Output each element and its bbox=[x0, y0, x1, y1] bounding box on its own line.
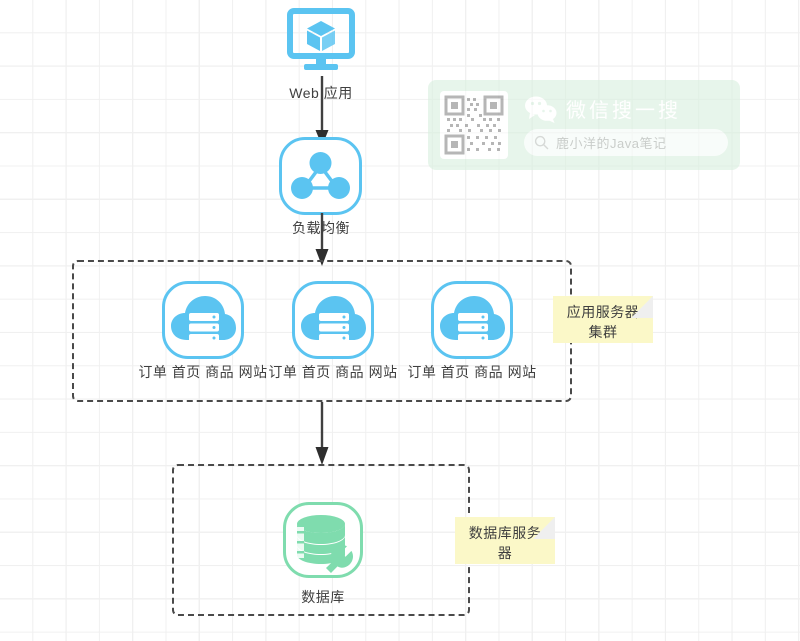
search-icon bbox=[534, 135, 549, 150]
wechat-widget-body: 微信搜一搜 鹿小洋的Java笔记 bbox=[524, 94, 728, 156]
node-app-server-1-label: 订单 首页 商品 网站 bbox=[138, 364, 268, 380]
note-fold-corner bbox=[533, 517, 555, 539]
note-app-server-cluster-text: 应用服务器集群 bbox=[566, 304, 640, 340]
wechat-promo-widget: 微信搜一搜 鹿小洋的Java笔记 bbox=[428, 80, 740, 170]
note-fold-corner bbox=[631, 296, 653, 318]
wechat-brand-row: 微信搜一搜 bbox=[524, 94, 728, 123]
note-app-server-cluster: 应用服务器集群 bbox=[553, 296, 653, 343]
cloud-server-icon bbox=[440, 296, 505, 342]
arrow-webapp-to-loadbalancer bbox=[315, 76, 329, 146]
arrow-loadbalancer-to-cluster bbox=[315, 213, 329, 266]
wechat-logo-icon bbox=[525, 96, 557, 123]
database-wrench-icon bbox=[297, 515, 353, 573]
node-web-app-label: Web 应用 bbox=[289, 85, 353, 101]
arrow-cluster-to-database bbox=[315, 402, 329, 465]
qr-code-icon bbox=[440, 91, 508, 159]
cloud-server-icon bbox=[171, 296, 236, 342]
node-app-server-3-label: 订单 首页 商品 网站 bbox=[407, 364, 537, 380]
note-database-server-text: 数据库服务器 bbox=[468, 525, 542, 561]
node-app-server-2[interactable] bbox=[292, 281, 374, 359]
node-app-server-3[interactable] bbox=[431, 281, 513, 359]
node-app-server-1[interactable] bbox=[162, 281, 244, 359]
cloud-server-icon bbox=[301, 296, 366, 342]
load-balancer-icon bbox=[291, 152, 350, 199]
wechat-search-field[interactable]: 鹿小洋的Java笔记 bbox=[524, 129, 728, 156]
monitor-cube-icon bbox=[287, 8, 355, 70]
node-database[interactable] bbox=[283, 502, 363, 578]
node-app-server-2-label: 订单 首页 商品 网站 bbox=[268, 364, 398, 380]
qr-code-svg bbox=[443, 94, 505, 156]
wechat-brand-label: 微信搜一搜 bbox=[566, 100, 681, 122]
node-load-balancer-label: 负载均衡 bbox=[271, 219, 371, 238]
wechat-search-value: 鹿小洋的Java笔记 bbox=[556, 136, 667, 151]
note-database-server: 数据库服务器 bbox=[455, 517, 555, 564]
node-web-app[interactable] bbox=[285, 6, 357, 78]
node-database-label: 数据库 bbox=[301, 589, 345, 605]
node-load-balancer[interactable] bbox=[279, 137, 362, 215]
